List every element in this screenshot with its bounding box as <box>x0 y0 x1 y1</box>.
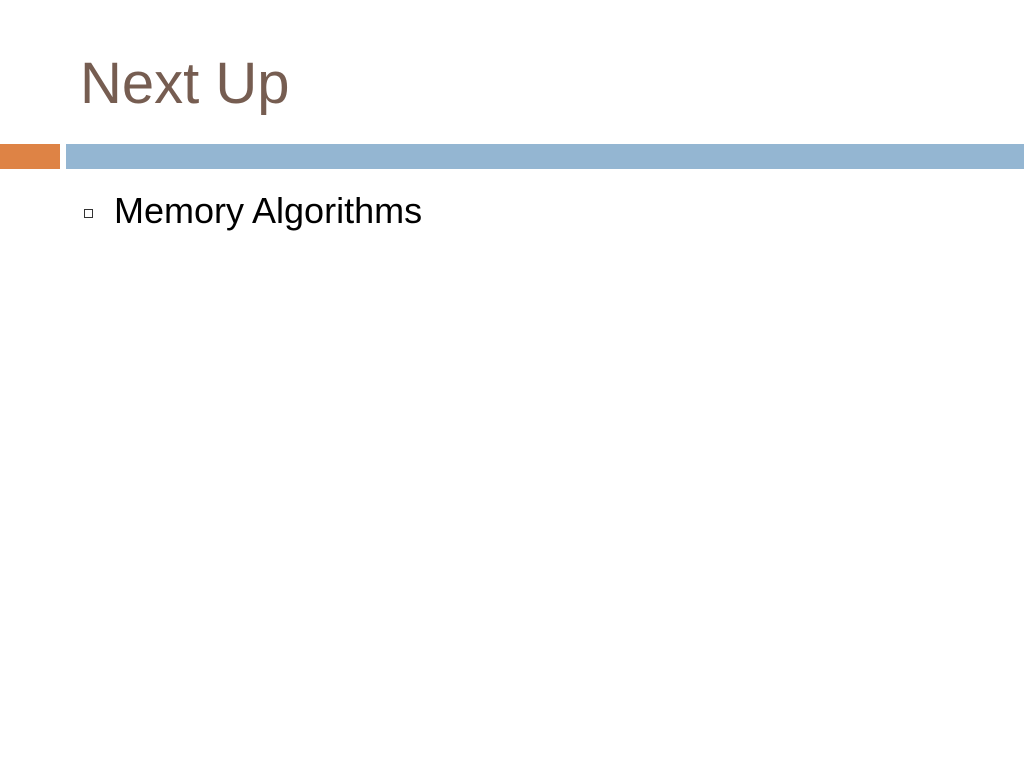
bullet-item: Memory Algorithms <box>84 188 422 234</box>
bullet-text: Memory Algorithms <box>114 190 423 231</box>
bullet-list: Memory Algorithms <box>84 188 422 234</box>
accent-bar-orange <box>0 144 60 169</box>
accent-bar-blue <box>66 144 1024 169</box>
slide-title: Next Up <box>80 51 290 116</box>
square-bullet-icon <box>84 208 93 218</box>
